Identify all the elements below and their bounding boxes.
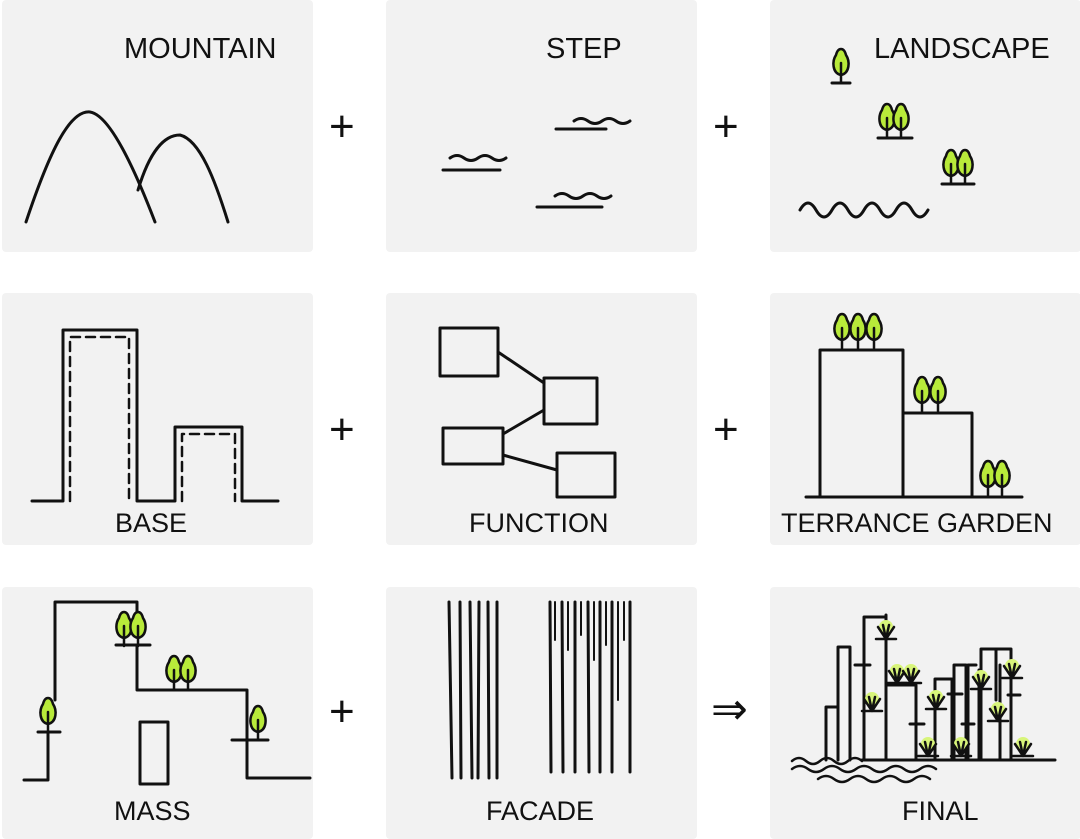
panel-final <box>770 587 1080 839</box>
implies-arrow-icon: ⇒ <box>711 685 748 734</box>
label-final: FINAL <box>902 796 979 826</box>
label-mountain: MOUNTAIN <box>124 33 277 65</box>
plus-operator: + <box>329 405 355 454</box>
label-facade: FACADE <box>486 796 595 826</box>
plus-operator: + <box>713 405 739 454</box>
plus-operator: + <box>329 687 355 736</box>
plus-operator: + <box>329 102 355 151</box>
label-function: FUNCTION <box>469 508 609 538</box>
label-terrance-garden: TERRANCE GARDEN <box>781 508 1053 538</box>
label-base: BASE <box>115 508 188 538</box>
panel-step <box>386 0 697 252</box>
label-mass: MASS <box>114 796 191 826</box>
panel-facade <box>386 587 697 839</box>
label-step: STEP <box>546 33 622 65</box>
plus-operator: + <box>713 102 739 151</box>
label-landscape: LANDSCAPE <box>874 33 1050 65</box>
